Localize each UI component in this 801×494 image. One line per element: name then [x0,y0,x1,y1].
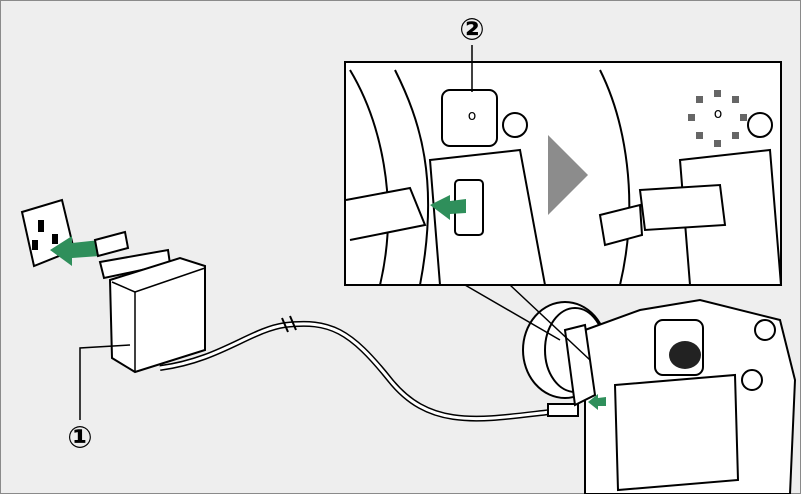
charge-lamp-highlight [441,89,498,147]
usb-plug-connected [638,183,727,232]
callout-2-label: ② [459,13,484,48]
zoom-leader-lines [464,284,591,361]
insert-arrow-socket [50,236,100,266]
play-arrow-icon [548,135,588,215]
inset-after-panel: o [598,69,783,286]
insert-arrow-camera [588,394,606,410]
inset-before-panel: o [345,69,547,286]
usb-plug [345,186,427,241]
charging-ac-adapter [93,230,206,374]
callout-1-label: ① [67,421,92,456]
detail-inset: o o [344,61,783,286]
svg-text:o: o [468,108,477,124]
insert-arrow-inset [430,195,466,220]
charge-lamp-lit-icon [688,90,747,147]
usb-cable [159,315,579,422]
camera [522,298,797,494]
svg-text:o: o [714,106,723,122]
callout-1-line [79,344,131,420]
